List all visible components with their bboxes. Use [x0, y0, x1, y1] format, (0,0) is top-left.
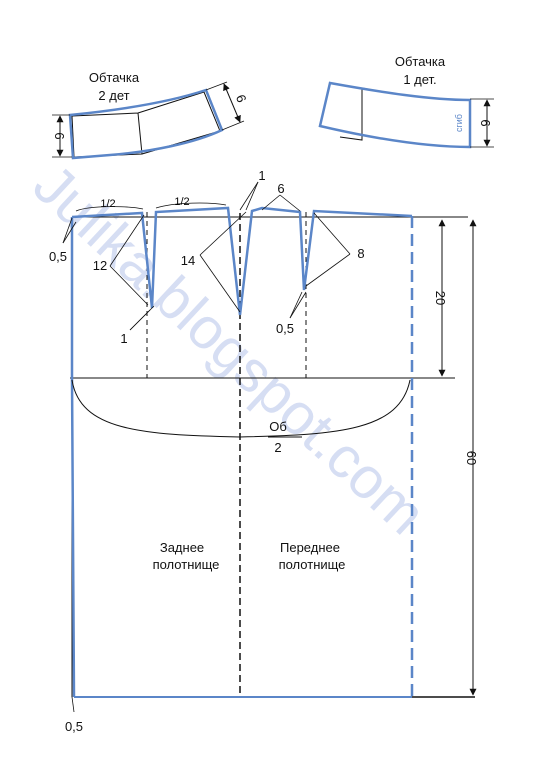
- back-panel-label-2: полотнище: [153, 557, 220, 572]
- facing-left-inner-outline: [71, 91, 221, 158]
- facing-right-fold-label: сгиб: [454, 114, 464, 132]
- back-side-seam: [70, 217, 76, 698]
- hip-bracket: [71, 379, 411, 438]
- facing-right-blue-outline: [318, 81, 472, 149]
- half-label-left: 1/2: [100, 198, 115, 210]
- back-dart-width-label: 1: [120, 331, 127, 346]
- length-label: 60: [464, 451, 479, 465]
- front-panel-label-1: Переднее: [280, 540, 340, 555]
- facing-left-blue-outline: [68, 88, 224, 160]
- facing-left-title-2: 2 дет: [98, 88, 129, 103]
- facing-left-height-label: 6: [52, 132, 67, 139]
- facing-left-side-dim: [223, 83, 241, 123]
- front-top-label: 6: [277, 181, 284, 196]
- front-dart-length-label: 8: [357, 246, 364, 261]
- front-dart-offset-label: 0,5: [276, 321, 294, 336]
- facing-right-inner-outline: [333, 83, 471, 141]
- facing-left-side-label: 6: [233, 92, 250, 104]
- hip-depth-label: 20: [433, 291, 448, 305]
- facing-right-height-label: 6: [478, 119, 493, 126]
- half-label-right: 1/2: [174, 196, 189, 208]
- facing-right: сгиб 6 Обтачка 1 дет.: [318, 54, 494, 149]
- hip-label-bottom: 2: [274, 440, 281, 455]
- front-panel-label-2: полотнище: [279, 557, 346, 572]
- facing-right-title-1: Обтачка: [395, 54, 446, 69]
- waist-curve: [71, 206, 413, 316]
- waist-offset-label: 0,5: [49, 249, 67, 264]
- side-length-label: 14: [181, 253, 195, 268]
- skirt-pattern: Об 2 Заднее полотнище Переднее полотнище…: [49, 168, 479, 734]
- side-top-label: 1: [258, 168, 265, 183]
- hem-offset-label: 0,5: [65, 719, 83, 734]
- facing-right-title-2: 1 дет.: [403, 72, 436, 87]
- hip-label-top: Об: [269, 419, 287, 434]
- back-dart-length-label: 12: [93, 258, 107, 273]
- back-panel-label-1: Заднее: [160, 540, 204, 555]
- facing-left: 6 6 Обтачка 2 дет: [52, 70, 250, 160]
- facing-left-title-1: Обтачка: [89, 70, 140, 85]
